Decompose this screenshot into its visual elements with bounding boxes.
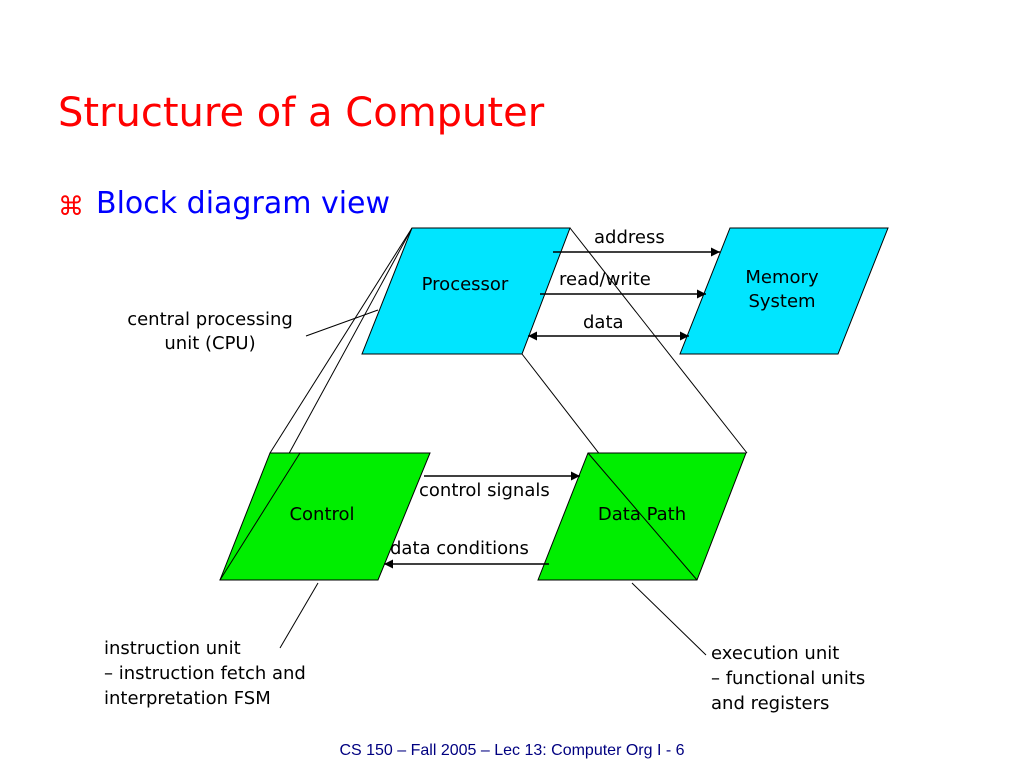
execution-unit-line: and registers bbox=[711, 693, 830, 714]
processor-block bbox=[361, 227, 571, 355]
processor-to-datapath-right-line bbox=[569, 227, 748, 454]
processor-to-datapath-left-line-overlay bbox=[587, 452, 698, 581]
cpu-annotation-line: central processing bbox=[127, 309, 293, 330]
control-label: Control bbox=[289, 504, 355, 525]
memory-system-block bbox=[679, 227, 889, 355]
execution-unit-line: execution unit bbox=[711, 643, 840, 664]
instruction-unit-line: interpretation FSM bbox=[104, 688, 271, 709]
datapath-label: Data Path bbox=[597, 504, 687, 525]
cpu-leader-line bbox=[305, 309, 379, 337]
data-label: data bbox=[583, 312, 624, 333]
slide-title: Structure of a Computer bbox=[58, 90, 545, 136]
processor-label: Processor bbox=[421, 274, 509, 295]
bullet-text: Block diagram view bbox=[96, 186, 391, 221]
data-conditions-label: data conditions bbox=[390, 538, 529, 559]
processor-to-control-left-line bbox=[269, 227, 413, 454]
memory-label-line: Memory bbox=[745, 267, 819, 288]
read-write-label: read/write bbox=[559, 269, 651, 290]
instruction-unit-line: instruction unit bbox=[104, 638, 241, 659]
command-bullet-icon: ⌘ bbox=[58, 192, 84, 222]
slide-footer: CS 150 – Fall 2005 – Lec 13: Computer Or… bbox=[339, 742, 685, 759]
instruction-unit-line: – instruction fetch and bbox=[104, 663, 306, 684]
execution-unit-leader-line bbox=[631, 582, 707, 656]
control-block bbox=[219, 452, 431, 581]
instruction-unit-leader-line bbox=[279, 582, 319, 649]
execution-unit-line: – functional units bbox=[711, 668, 866, 689]
processor-to-control-right-line-overlay bbox=[219, 452, 301, 581]
instruction-unit-annotation: instruction unit – instruction fetch and… bbox=[104, 636, 306, 711]
control-signals-label: control signals bbox=[419, 480, 550, 501]
execution-unit-annotation: execution unit – functional units and re… bbox=[711, 641, 865, 716]
system-label-line: System bbox=[748, 291, 816, 312]
cpu-annotation: central processing unit (CPU) bbox=[100, 308, 320, 356]
address-label: address bbox=[594, 227, 665, 248]
cpu-annotation-line: unit (CPU) bbox=[164, 333, 256, 354]
memory-system-label: Memory System bbox=[724, 266, 840, 314]
